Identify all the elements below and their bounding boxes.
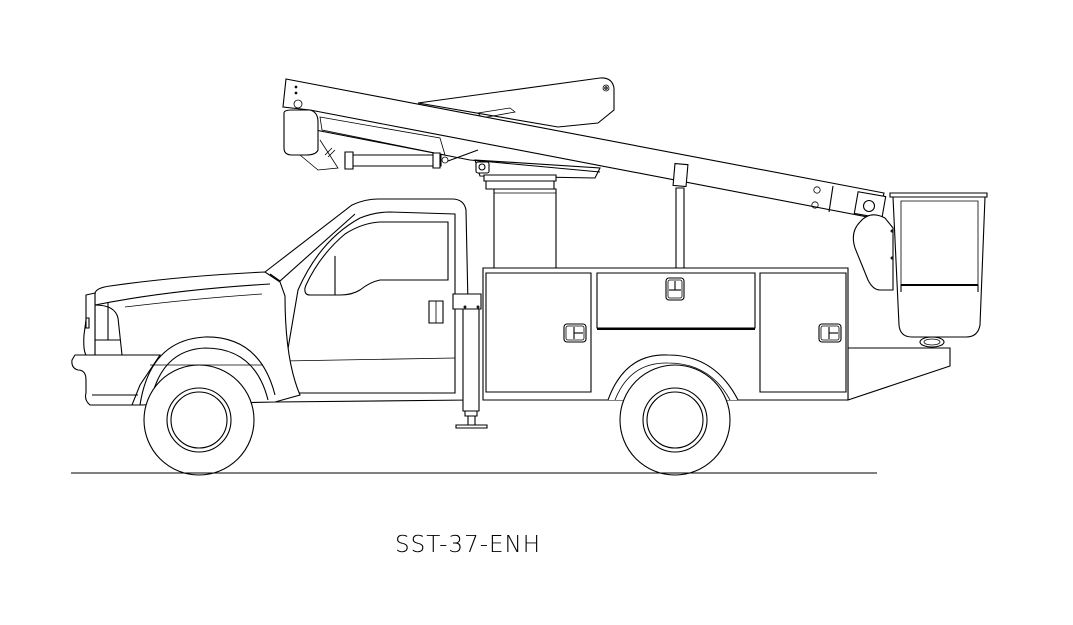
bucket-arm <box>853 215 893 290</box>
front-bumper <box>72 355 160 405</box>
front-wheel <box>144 365 254 475</box>
outrigger <box>453 294 487 428</box>
turret <box>475 160 600 269</box>
rear-wheel <box>620 365 730 475</box>
model-label: SST-37-ENH <box>395 532 542 558</box>
rear-deck <box>848 348 950 400</box>
compartment-door-right[interactable] <box>760 273 846 392</box>
latch-icon <box>564 324 586 342</box>
hydraulic-cylinder <box>345 150 478 169</box>
boom-rest-post <box>673 164 688 268</box>
compartment-door-left[interactable] <box>486 273 591 392</box>
main-boom <box>283 79 886 219</box>
boom-pivot-bracket <box>284 110 338 170</box>
latch-icon <box>666 278 684 300</box>
cab <box>265 199 470 402</box>
grille-headlight <box>84 293 122 355</box>
bucket <box>890 193 987 347</box>
latch-icon <box>819 324 841 342</box>
